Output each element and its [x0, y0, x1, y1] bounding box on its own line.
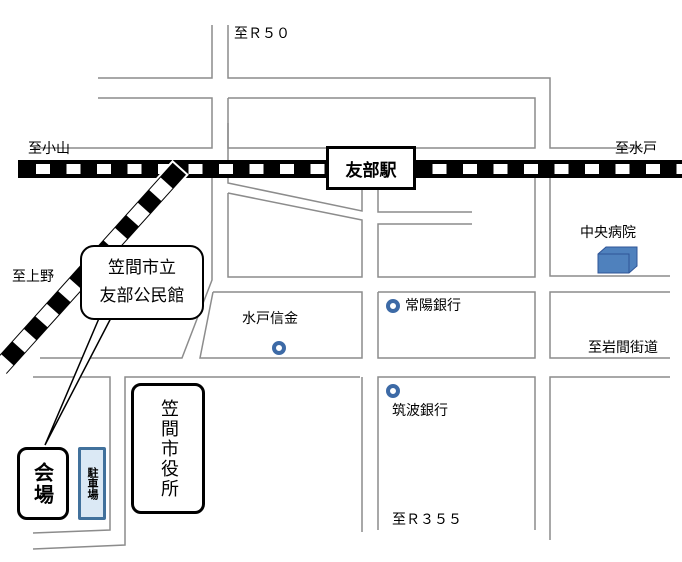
mito-shinkin-label: 水戸信金 — [242, 311, 298, 327]
joyo-bank-label: 常陽銀行 — [405, 298, 461, 314]
rail-tie — [36, 164, 50, 174]
rail-tie — [280, 164, 294, 174]
hospital-icon — [597, 246, 638, 274]
rail-tie — [493, 164, 508, 174]
rail-tie — [97, 164, 111, 174]
rail-tie — [219, 164, 233, 174]
rail-tie — [12, 329, 37, 353]
rail-tie — [188, 164, 203, 174]
rail-tie — [615, 164, 630, 174]
rail-tie — [585, 164, 599, 174]
rail-tie — [149, 177, 173, 201]
direction-iwama: 至岩間街道 — [588, 340, 658, 356]
direction-oyama: 至小山 — [28, 141, 70, 157]
direction-r50: 至Ｒ５０ — [234, 26, 290, 42]
road-edges — [32, 25, 670, 550]
rail-tie — [676, 164, 682, 174]
rail-tie — [58, 278, 82, 302]
bank-icon — [272, 299, 400, 398]
rail-tie — [66, 164, 81, 174]
callout-line1: 笠間市立 — [108, 258, 176, 279]
parking-label: 駐車場 — [86, 467, 99, 500]
callout-tail — [44, 315, 113, 446]
rail-tie — [432, 164, 447, 174]
hospital-label: 中央病院 — [580, 225, 636, 241]
venue-label: 会場 — [30, 461, 55, 506]
station-label-box: 友部駅 — [326, 146, 416, 190]
rail-tie — [249, 164, 264, 174]
venue-box: 会場 — [17, 447, 69, 520]
station-name: 友部駅 — [345, 160, 397, 181]
direction-ueno: 至上野 — [12, 269, 54, 285]
rail-tie — [126, 202, 150, 227]
tsukuba-bank-label: 筑波銀行 — [392, 403, 448, 419]
city-hall-label: 笠間市役所 — [158, 398, 179, 499]
rail-tie — [646, 164, 660, 174]
city-hall-box: 笠間市役所 — [131, 383, 205, 514]
rail-tie — [524, 164, 538, 174]
rail-tie — [0, 354, 14, 378]
callout-line2: 友部公民館 — [99, 285, 185, 306]
rail-tie — [127, 164, 142, 174]
rail-tie — [35, 303, 59, 328]
direction-r355: 至Ｒ３５５ — [392, 512, 462, 528]
direction-mito: 至水戸 — [615, 141, 657, 157]
callout-bubble: 笠間市立 友部公民館 — [80, 245, 204, 320]
parking-box: 駐車場 — [78, 447, 106, 520]
rail-tie — [463, 164, 477, 174]
rail-tie — [310, 164, 325, 174]
rail-tie — [554, 164, 569, 174]
